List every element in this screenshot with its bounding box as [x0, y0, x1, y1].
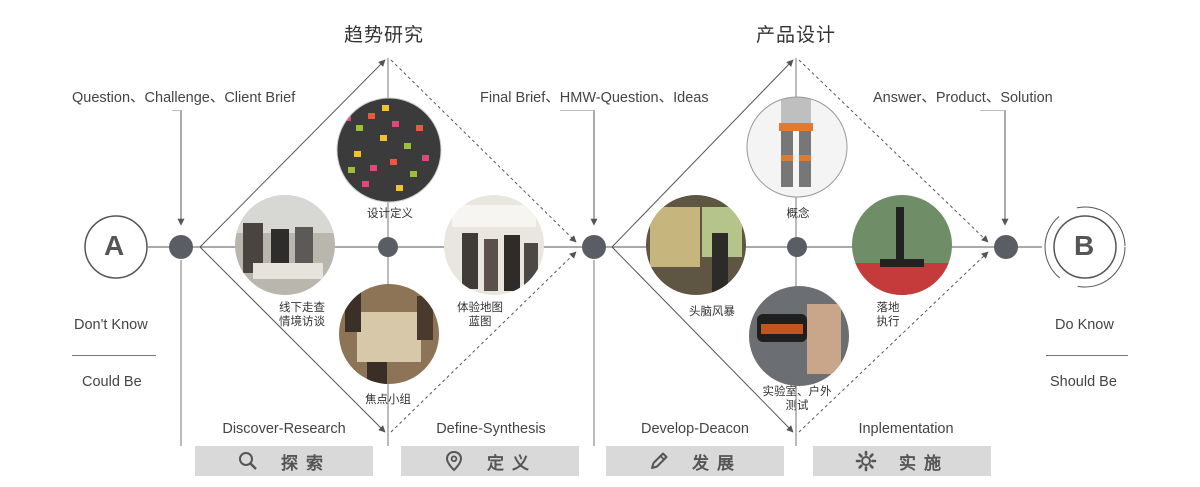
develop-button[interactable]: 发展 — [606, 446, 784, 476]
phase-title-product-design: 产品设计 — [756, 25, 837, 46]
stage-label-implementation: Inplementation — [858, 421, 954, 437]
start-letter: A — [104, 230, 125, 261]
caption-implementation: 落地执行 — [876, 302, 900, 328]
caption-field-interview: 线下走查情境访谈 — [279, 302, 325, 328]
start-state-top: Don't Know — [74, 317, 148, 333]
brief-input: Question、Challenge、Client Brief — [72, 90, 296, 106]
caption-design-definition: 设计定义 — [367, 208, 413, 220]
brief-output: Answer、Product、Solution — [873, 90, 1053, 106]
search-icon — [239, 452, 257, 470]
start-state-bottom: Could Be — [82, 374, 142, 390]
location-pin-icon — [445, 450, 463, 472]
define-button[interactable]: 定义 — [401, 446, 579, 476]
develop-button-label: 发展 — [692, 453, 742, 473]
phase-title-trend-research: 趋势研究 — [344, 25, 425, 46]
node-3 — [582, 235, 606, 259]
photo-journey-map — [444, 195, 544, 295]
pencil-icon — [651, 452, 668, 469]
end-circle — [1053, 215, 1117, 279]
caption-brainstorm: 头脑风暴 — [689, 306, 735, 318]
photo-implementation — [852, 195, 952, 295]
node-5 — [994, 235, 1018, 259]
implement-button-label: 实施 — [899, 453, 949, 473]
stage-label-discover: Discover-Research — [222, 421, 346, 437]
discover-button-label: 探索 — [281, 453, 331, 473]
brief-define: Final Brief、HMW-Question、Ideas — [480, 90, 709, 106]
end-letter: B — [1074, 230, 1095, 261]
implement-button[interactable]: 实施 — [813, 446, 991, 476]
caption-concept: 概念 — [786, 208, 810, 220]
end-state-bottom: Should Be — [1050, 374, 1117, 390]
stage-label-define: Define-Synthesis — [436, 421, 546, 437]
node-1 — [169, 235, 193, 259]
caption-focus-group: 焦点小组 — [365, 394, 411, 406]
photo-field-interview — [235, 195, 335, 295]
define-button-label: 定义 — [487, 453, 537, 473]
discover-button[interactable]: 探索 — [195, 446, 373, 476]
photo-lab-test — [749, 286, 849, 386]
node-2 — [378, 237, 398, 257]
photo-focus-group — [339, 284, 439, 384]
gear-icon — [855, 450, 877, 472]
stage-label-develop: Develop-Deacon — [640, 421, 749, 437]
photo-brainstorm — [646, 195, 746, 295]
caption-lab-outdoor-test: 实验室、户外测试 — [762, 386, 832, 412]
end-state-top: Do Know — [1055, 317, 1114, 333]
photo-sticky-notes — [336, 97, 442, 203]
photo-concept — [746, 96, 848, 198]
caption-journey-map: 体验地图蓝图 — [457, 302, 503, 328]
start-circle — [84, 215, 148, 279]
node-4 — [787, 237, 807, 257]
